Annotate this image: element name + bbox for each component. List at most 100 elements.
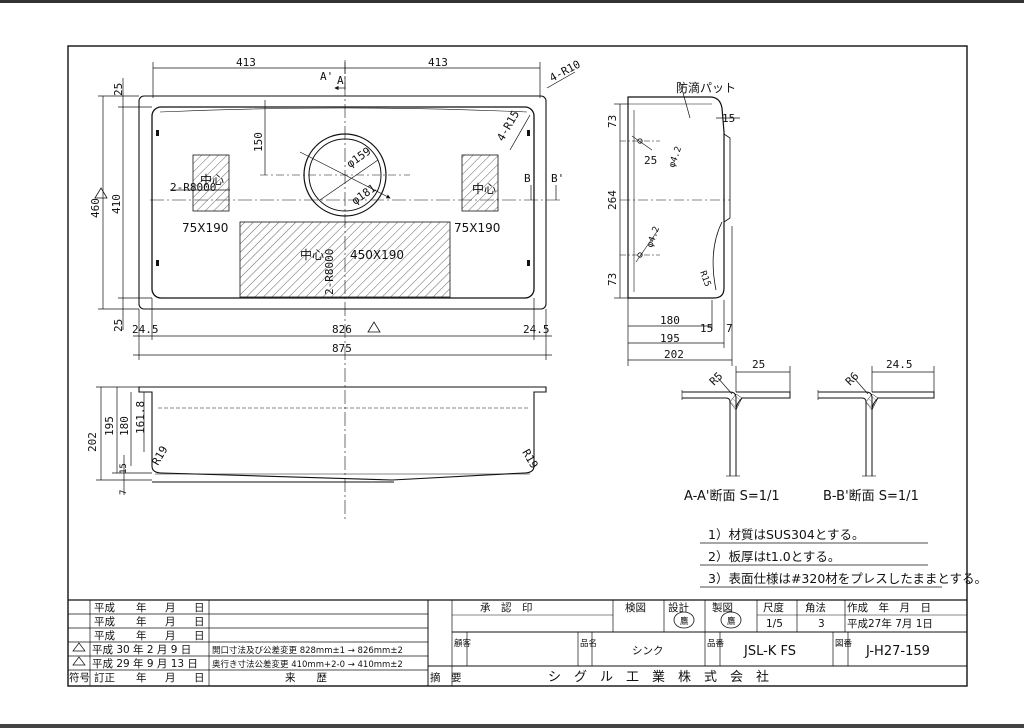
product-no: JSL-K FS <box>743 644 796 659</box>
projection-label: 角法 <box>805 601 826 614</box>
section-text: R5 25 A-A'断面 S=1/1 R6 24.5 B-B'断面 S=1/1 <box>684 358 919 504</box>
dim-73-top: 73 <box>606 115 619 128</box>
rev-date-1: 平成 30 年 2 月 9 日 <box>92 643 191 656</box>
dim-left-edge: 24.5 <box>132 323 159 336</box>
aa-radius: R5 <box>707 370 726 389</box>
rev-row-month-1: 月 <box>165 602 176 614</box>
section-aa <box>681 366 791 477</box>
pad-left-label: 中心 <box>200 172 224 187</box>
section-bb <box>817 366 935 477</box>
pad-right-label: 中心 <box>472 181 496 196</box>
anti-condensation-label: 防滴パット <box>676 80 736 95</box>
side-view-text: 防滴パット 73 264 73 25 φ4.2 φ4.2 15 R15 180 … <box>606 80 736 361</box>
aa-caption: A-A'断面 S=1/1 <box>684 489 780 504</box>
rev-row-day-1: 日 <box>194 602 205 614</box>
front-view <box>96 386 547 495</box>
rev-row-day-3: 日 <box>194 630 205 642</box>
dim-15-bottom: 15 <box>700 322 713 335</box>
bb-caption: B-B'断面 S=1/1 <box>823 489 919 504</box>
side-view <box>614 81 740 366</box>
drawing-no: J-H27-159 <box>865 644 930 659</box>
approval-label: 承 認 印 <box>480 601 533 614</box>
front-dim-161: 161.8 <box>134 401 147 434</box>
rev-date-2: 平成 29 年 9 月 13 日 <box>92 657 198 670</box>
dim-7: 7 <box>726 322 733 335</box>
dim-hole-offset: 150 <box>252 132 265 152</box>
rev-row-era-1: 平成 <box>94 602 115 614</box>
dim-curve-r8000: 2-R8000 <box>170 181 216 194</box>
dim-right-half: 413 <box>428 56 448 69</box>
front-dim-195: 195 <box>103 416 116 436</box>
front-dim-202: 202 <box>86 432 99 452</box>
notes: 1）材質はSUS304とする。 2）板厚はt1.0とする。 3）表面仕様は#32… <box>700 527 987 588</box>
bottom-edge <box>0 724 1024 728</box>
dim-25: 25 <box>644 154 657 167</box>
dim-curve-r8000b: 2-R8000 <box>323 249 336 295</box>
dim-hole-a: φ4.2 <box>667 145 684 169</box>
dim-corner-r15: 4-R15 <box>494 108 522 143</box>
pad-center-size: 450X190 <box>350 248 404 262</box>
dim-inner-width: 826 <box>332 323 352 336</box>
customer-label: 顧客 <box>454 638 472 649</box>
dim-202: 202 <box>664 348 684 361</box>
rev-row-era-3: 平成 <box>94 630 115 642</box>
rev-row-month-2: 月 <box>165 616 176 628</box>
aa-flange: 25 <box>752 358 765 371</box>
dim-corner-r10: 4-R10 <box>547 58 582 85</box>
inspection-label: 検図 <box>625 601 646 614</box>
front-dim-r19-right: R19 <box>519 447 540 471</box>
scale-label: 尺度 <box>763 601 784 614</box>
drawing-border <box>67 45 968 687</box>
dim-180: 180 <box>660 314 680 327</box>
dim-195: 195 <box>660 332 680 345</box>
plan-dimension-text: 413 413 4-R10 4-R15 25 25 460 410 150 φ1… <box>89 56 583 355</box>
hdr-history: 来 歴 <box>285 672 327 684</box>
created-label: 作成 年 月 日 <box>847 601 931 614</box>
section-b-prime-mark: B' <box>551 172 564 185</box>
pad-center-label: 中心 <box>300 247 324 262</box>
dim-height-inner: 410 <box>110 194 123 214</box>
dim-right-edge: 24.5 <box>523 323 550 336</box>
dim-73-bottom: 73 <box>606 273 619 286</box>
revision-mark <box>367 321 381 333</box>
scale-value: 1/5 <box>766 618 783 630</box>
product-name-label: 品名 <box>580 638 597 649</box>
pad-right-size: 75X190 <box>454 221 500 235</box>
plan-view <box>138 60 560 520</box>
hdr-month: 月 <box>165 672 176 684</box>
rev-row-month-3: 月 <box>165 630 176 642</box>
front-dim-180: 180 <box>118 416 131 436</box>
hdr-day: 日 <box>194 672 205 684</box>
bb-flange: 24.5 <box>886 358 913 371</box>
top-edge <box>0 0 1024 3</box>
rev-row-year-2: 年 <box>136 615 147 628</box>
section-a-prime-mark: A' <box>320 70 333 83</box>
pad-left-size: 75X190 <box>182 221 228 235</box>
rev-row-day-2: 日 <box>194 616 205 628</box>
title-block-text: 平成 年 月 日 平成 年 月 日 平成 年 月 日 平成 30 年 2 月 9… <box>69 601 933 685</box>
rev-desc-1: 開口寸法及び公差変更 828mm±1 → 826mm±2 <box>212 645 403 656</box>
drawing-no-label: 図番 <box>835 638 853 649</box>
projection-value: 3 <box>818 618 825 630</box>
revision-mark <box>94 187 108 199</box>
note-2: 2）板厚はt1.0とする。 <box>708 549 840 564</box>
hdr-revision: 訂正 <box>94 671 115 684</box>
hdr-year: 年 <box>136 671 147 684</box>
drafting-stamp: 鷹 <box>727 616 736 627</box>
front-dim-7: 7 <box>119 490 129 495</box>
product-no-label: 品番 <box>707 638 725 649</box>
company-name: シ グ ル 工 業 株 式 会 社 <box>548 669 769 685</box>
front-view-text: 202 195 180 161.8 R19 R19 15 7 <box>86 401 541 495</box>
created-value: 平成27年 7月 1日 <box>847 617 933 630</box>
title-block <box>68 599 967 686</box>
hdr-symbol: 符号 <box>69 671 90 684</box>
drafting-label: 製図 <box>712 601 733 614</box>
rev-row-year-1: 年 <box>136 601 147 614</box>
plan-dimensions <box>98 62 576 360</box>
dim-top-margin: 25 <box>112 83 125 96</box>
section-a-mark: A <box>337 74 344 87</box>
rev-desc-2: 奥行き寸法公差変更 410mm+2-0 → 410mm±2 <box>212 659 403 670</box>
dim-bottom-margin: 25 <box>112 319 125 332</box>
